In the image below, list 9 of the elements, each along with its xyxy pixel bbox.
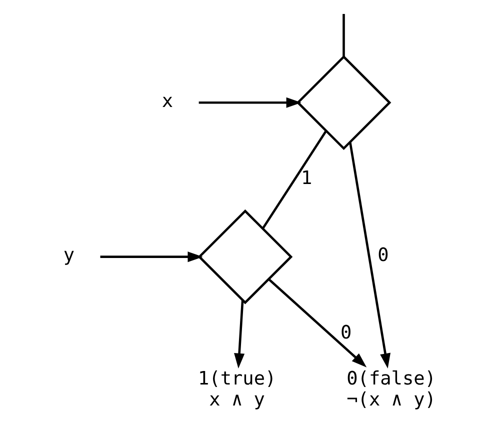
edge-label: 1 <box>301 168 312 190</box>
edge-label: 0 <box>378 245 389 266</box>
node-label: 0(false) <box>346 368 436 390</box>
node-text: x ∧ y <box>209 390 265 411</box>
node-text: ¬(x ∧ y) <box>346 390 436 411</box>
node-label: 1(true) <box>198 368 276 390</box>
edge-label: 0 <box>340 322 352 344</box>
node-text: x <box>162 91 174 112</box>
node-text: y <box>63 245 75 266</box>
